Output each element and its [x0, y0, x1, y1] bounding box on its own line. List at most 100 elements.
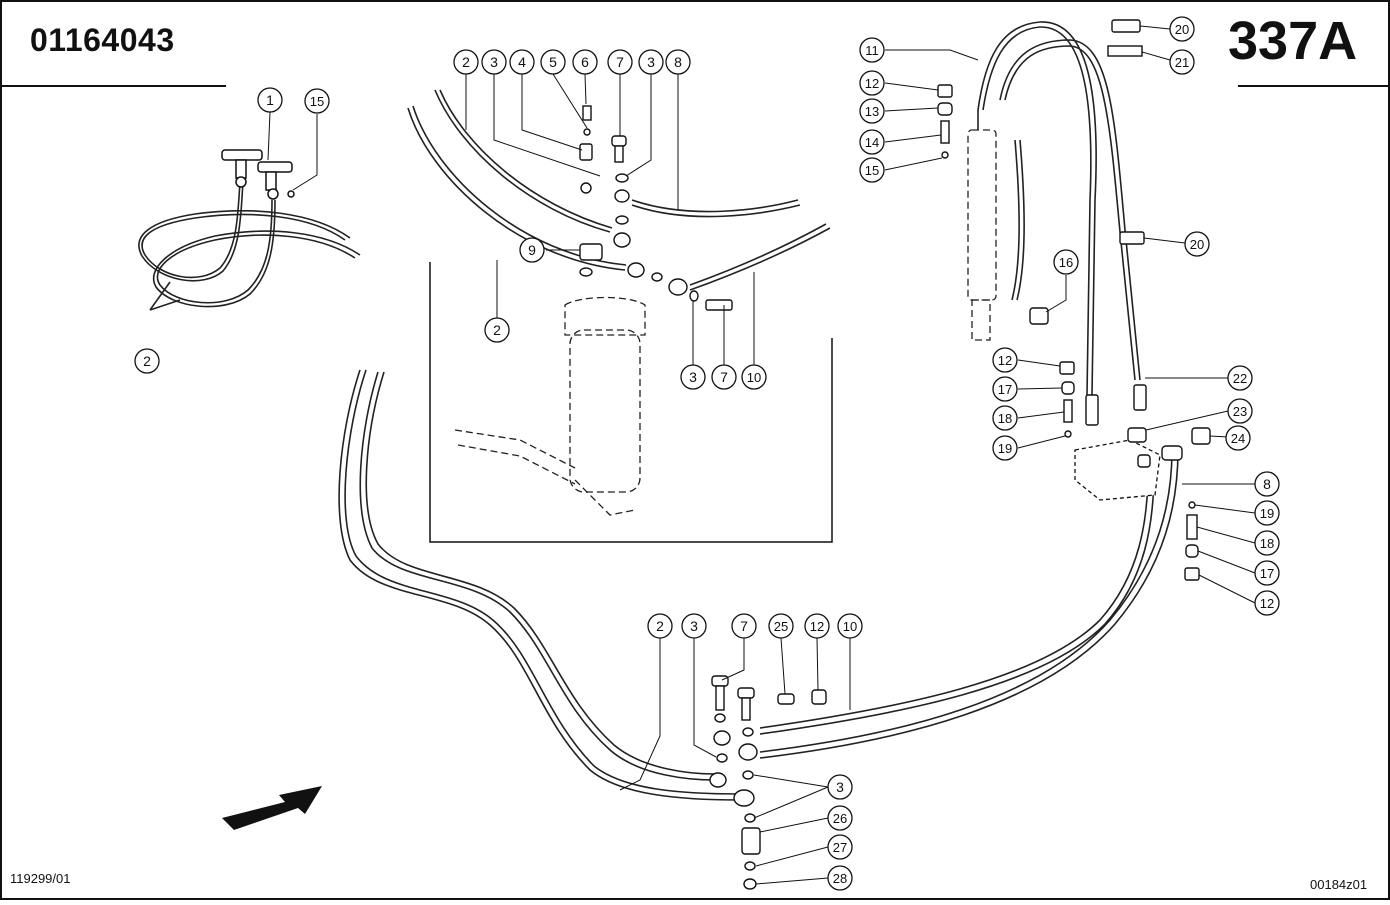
callout-label: 10: [747, 370, 761, 385]
callout-15: 15: [304, 88, 330, 114]
callout-27: 27: [827, 834, 853, 860]
page-code: 337A: [1228, 11, 1358, 71]
callout-label: 3: [689, 369, 697, 385]
callout-label: 17: [998, 382, 1012, 397]
callout-circle: [665, 49, 691, 75]
callout-label: 12: [810, 619, 824, 634]
callout-label: 19: [998, 441, 1012, 456]
callout-circle: [304, 88, 330, 114]
callout-circle: [257, 87, 283, 113]
callout-circle: [1169, 49, 1195, 75]
callout-28: 28: [827, 865, 853, 891]
callout-label: 12: [998, 353, 1012, 368]
callout-circle: [804, 613, 830, 639]
callout-12: 12: [1254, 590, 1280, 616]
callout-8: 8: [665, 49, 691, 75]
cylinder-icon: [967, 129, 997, 341]
right-fittings: [937, 19, 1211, 581]
callout-circle: [992, 435, 1018, 461]
callout-7: 7: [731, 613, 757, 639]
callout-circle: [647, 613, 673, 639]
leader-lines: [267, 25, 1256, 885]
callout-8: 8: [1254, 471, 1280, 497]
callout-circle: [859, 70, 885, 96]
callout-circle: [827, 805, 853, 831]
callout-circle: [509, 49, 535, 75]
callout-circle: [768, 613, 794, 639]
callout-label: 20: [1190, 237, 1204, 252]
callout-label: 22: [1233, 371, 1247, 386]
callout-circle: [827, 834, 853, 860]
callout-circle: [572, 49, 598, 75]
callout-12: 12: [992, 347, 1018, 373]
callout-3: 3: [680, 364, 706, 390]
callout-15: 15: [859, 157, 885, 183]
callout-label: 2: [656, 618, 664, 634]
footer-left-code: 119299/01: [10, 871, 71, 886]
callout-label: 15: [865, 163, 879, 178]
callout-label: 8: [1263, 476, 1271, 492]
callout-label: 11: [865, 43, 879, 58]
upper-right-hoses: [977, 21, 1141, 396]
callout-circle: [1227, 365, 1253, 391]
callout-circle: [827, 774, 853, 800]
callout-17: 17: [1254, 560, 1280, 586]
callout-circle: [827, 865, 853, 891]
callout-circle: [731, 613, 757, 639]
callout-3: 3: [481, 49, 507, 75]
callout-12: 12: [859, 70, 885, 96]
callout-2: 2: [453, 49, 479, 75]
callout-label: 10: [843, 619, 857, 634]
callout-circle: [519, 237, 545, 263]
callout-label: 2: [143, 353, 151, 369]
callout-circle: [859, 129, 885, 155]
callout-circle: [711, 364, 737, 390]
bottom-fittings: [709, 675, 827, 890]
callout-label: 9: [528, 242, 536, 258]
callout-circle: [1053, 249, 1079, 275]
callout-label: 24: [1231, 431, 1245, 446]
main-hoses: [338, 369, 1179, 801]
callout-label: 2: [462, 54, 470, 70]
callout-circle: [741, 364, 767, 390]
callout-label: 20: [1175, 22, 1189, 37]
hose-group-top-left: [138, 179, 361, 311]
callout-9: 9: [519, 237, 545, 263]
callout-label: 16: [1059, 255, 1073, 270]
callout-25: 25: [768, 613, 794, 639]
callout-5: 5: [540, 49, 566, 75]
callout-13: 13: [859, 98, 885, 124]
callout-circle: [1169, 16, 1195, 42]
callout-circle: [859, 157, 885, 183]
callout-label: 17: [1260, 566, 1274, 581]
inset-hoses: [407, 89, 831, 291]
callout-label: 28: [833, 871, 847, 886]
callout-16: 16: [1053, 249, 1079, 275]
tee-fitting-icons: [221, 149, 295, 200]
callout-22: 22: [1227, 365, 1253, 391]
callout-23: 23: [1227, 398, 1253, 424]
callout-circle: [1227, 398, 1253, 424]
inset-fittings: [579, 105, 733, 311]
callout-circle: [1254, 471, 1280, 497]
callout-14: 14: [859, 129, 885, 155]
callout-7: 7: [711, 364, 737, 390]
callout-circle: [680, 364, 706, 390]
callout-circle: [992, 376, 1018, 402]
callout-label: 1: [266, 92, 274, 108]
callout-circle: [484, 317, 510, 343]
callout-label: 3: [836, 779, 844, 795]
callout-3: 3: [681, 613, 707, 639]
callout-26: 26: [827, 805, 853, 831]
callout-label: 23: [1233, 404, 1247, 419]
callout-label: 15: [310, 94, 324, 109]
callout-label: 25: [774, 619, 788, 634]
inset-frame: [429, 262, 833, 543]
callout-circle: [1254, 560, 1280, 586]
callout-1: 1: [257, 87, 283, 113]
callout-label: 8: [674, 54, 682, 70]
callout-18: 18: [1254, 530, 1280, 556]
